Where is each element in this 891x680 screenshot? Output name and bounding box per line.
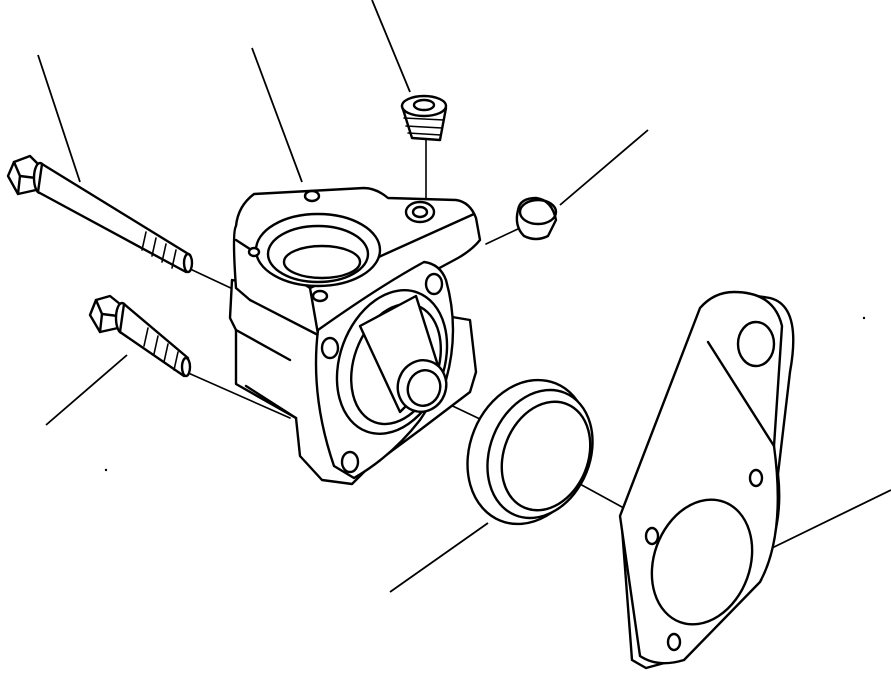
gasket-plate-icon xyxy=(618,290,795,670)
pump-housing-icon xyxy=(228,186,482,486)
short-bolt xyxy=(88,294,192,378)
axis-short-bolt xyxy=(185,371,291,419)
leader-short-bolt xyxy=(45,354,128,426)
leader-lines xyxy=(37,0,891,593)
leader-plug xyxy=(371,0,411,93)
plug xyxy=(400,94,448,142)
gasket xyxy=(618,290,795,670)
leader-long-bolt xyxy=(37,54,81,183)
oil-seal xyxy=(466,378,594,526)
leader-gasket xyxy=(771,489,891,549)
leader-cap xyxy=(559,129,649,206)
leader-oil-seal xyxy=(389,522,489,593)
leader-housing xyxy=(251,47,303,183)
speck-mark xyxy=(104,468,108,472)
axis-cap xyxy=(485,227,521,245)
speck-mark xyxy=(862,316,866,320)
flange-bolt-icon xyxy=(6,154,194,274)
axis-long-bolt xyxy=(187,267,236,291)
housing xyxy=(228,186,482,486)
cap-plug-icon xyxy=(515,196,558,241)
long-bolt xyxy=(6,154,194,274)
flange-bolt-icon xyxy=(88,294,192,378)
seal-ring-icon xyxy=(466,378,594,526)
plug-icon xyxy=(400,94,448,142)
cap xyxy=(515,196,558,241)
